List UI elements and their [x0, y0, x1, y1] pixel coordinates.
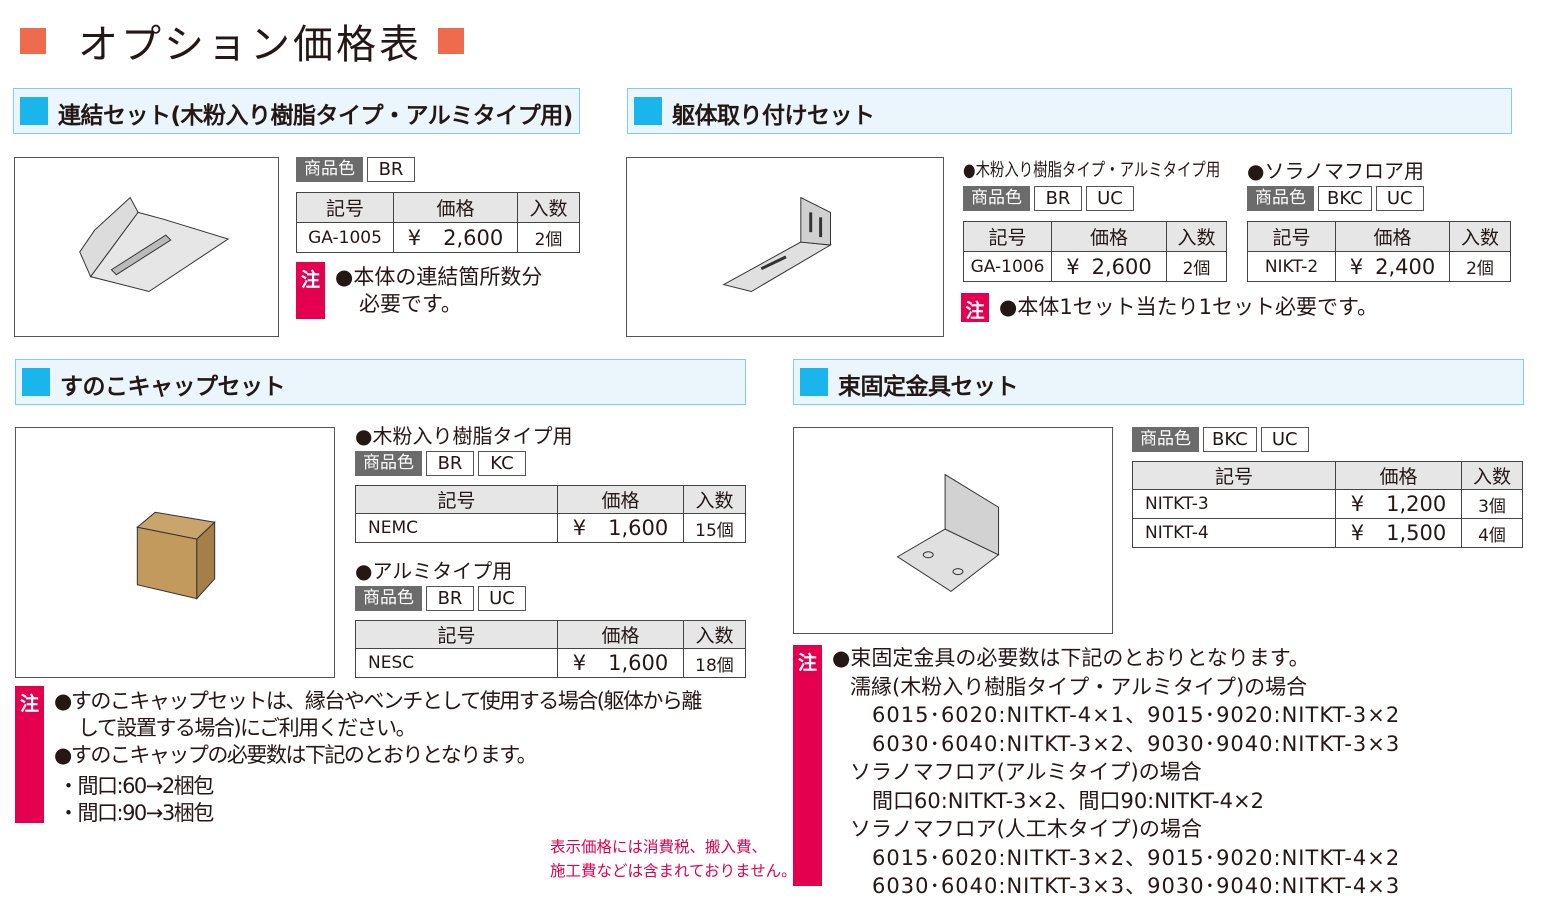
title-square-icon — [20, 28, 46, 54]
color-label: 商品色 — [296, 157, 363, 182]
title-square-icon — [438, 28, 464, 54]
note-text: ●すのこキャップセットは、縁台やベンチとして使用する場合(躯体から離して設置する… — [54, 689, 702, 825]
note-mark: 注 — [15, 686, 44, 823]
cell-qty: 3個 — [1461, 489, 1523, 519]
color-chip: BKC — [1203, 427, 1257, 452]
section-square-icon — [634, 97, 662, 125]
cell-qty: 2個 — [1449, 251, 1511, 282]
tax-disclaimer: 表示価格には消費税、搬入費、施工費などは含まれておりません。 — [550, 838, 797, 880]
cell-qty: 15個 — [683, 513, 746, 543]
cell-code: GA-1005 — [296, 222, 394, 253]
product-image-nitkt — [793, 427, 1113, 634]
color-chip: UC — [1260, 427, 1309, 452]
cell-price: ¥1,500 — [1335, 518, 1462, 548]
cell-price: ¥1,200 — [1335, 489, 1462, 519]
section-title: すのこキャップセット — [60, 374, 286, 400]
color-chip: BR — [1034, 186, 1082, 211]
section-header-renketsu: 連結セット(木粉入り樹脂タイプ・アルミタイプ用) — [13, 88, 580, 134]
cell-qty: 2個 — [1166, 251, 1227, 282]
color-chip: UC — [478, 586, 526, 611]
section-title: 連結セット(木粉入り樹脂タイプ・アルミタイプ用) — [58, 103, 573, 129]
section-title: 束固定金具セット — [838, 374, 1019, 400]
color-chip: UC — [1375, 186, 1424, 211]
col-price: 価格 — [393, 192, 518, 223]
cell-price: ¥1,600 — [557, 648, 684, 678]
section-square-icon — [22, 368, 50, 396]
color-chip: BKC — [1318, 186, 1372, 211]
note-mark: 注 — [296, 262, 325, 319]
cell-qty: 18個 — [683, 648, 746, 678]
color-chip: BR — [367, 157, 415, 182]
cell-price: ¥2,600 — [393, 222, 518, 253]
color-chip: KC — [478, 451, 526, 476]
subtitle: ●木粉入り樹脂タイプ用 — [355, 424, 573, 448]
note-mark: 注 — [793, 645, 822, 886]
section-square-icon — [20, 97, 48, 125]
section-header-tsuka: 束固定金具セット — [793, 359, 1524, 405]
section-header-sunoko: すのこキャップセット — [15, 359, 746, 405]
note-text: ●本体1セット当たり1セット必要です。 — [999, 295, 1378, 319]
cell-price: ¥1,600 — [557, 513, 684, 543]
cell-qty: 4個 — [1461, 518, 1523, 548]
cell-qty: 2個 — [517, 222, 580, 253]
color-chip: UC — [1086, 186, 1134, 211]
product-image-sunoko-cap — [15, 427, 335, 678]
cell-code: NIKT-2 — [1247, 251, 1336, 282]
product-image-ga1005 — [14, 157, 279, 337]
note-text: ●本体の連結箇所数分必要です。 — [335, 265, 543, 316]
cell-code: NITKT-3 — [1132, 489, 1336, 519]
subtitle: ●木粉入り樹脂タイプ・アルミタイプ用 — [963, 160, 1221, 181]
product-image-ga1006 — [626, 157, 944, 337]
col-qty: 入数 — [517, 192, 580, 223]
subtitle: ●ソラノマフロア用 — [1247, 159, 1425, 183]
cell-code: NITKT-4 — [1132, 518, 1336, 548]
cell-code: GA-1006 — [963, 251, 1052, 282]
color-chip: BR — [426, 586, 474, 611]
section-square-icon — [800, 368, 828, 396]
color-chip: BR — [426, 451, 474, 476]
section-title: 躯体取り付けセット — [672, 103, 875, 129]
note-mark: 注 — [961, 293, 989, 322]
col-code: 記号 — [296, 192, 394, 223]
cell-price: ¥2,600 — [1051, 251, 1167, 282]
cell-code: NESC — [355, 648, 558, 678]
section-header-kutai: 躯体取り付けセット — [627, 88, 1512, 134]
cell-code: NEMC — [355, 513, 558, 543]
note-text: ●束固定金具の必要数は下記のとおりとなります。 濡縁(木粉入り樹脂タイプ・アルミ… — [832, 646, 1401, 898]
cell-price: ¥2,400 — [1335, 251, 1450, 282]
subtitle: ●アルミタイプ用 — [355, 559, 513, 583]
page-title: オプション価格表 — [78, 22, 422, 68]
